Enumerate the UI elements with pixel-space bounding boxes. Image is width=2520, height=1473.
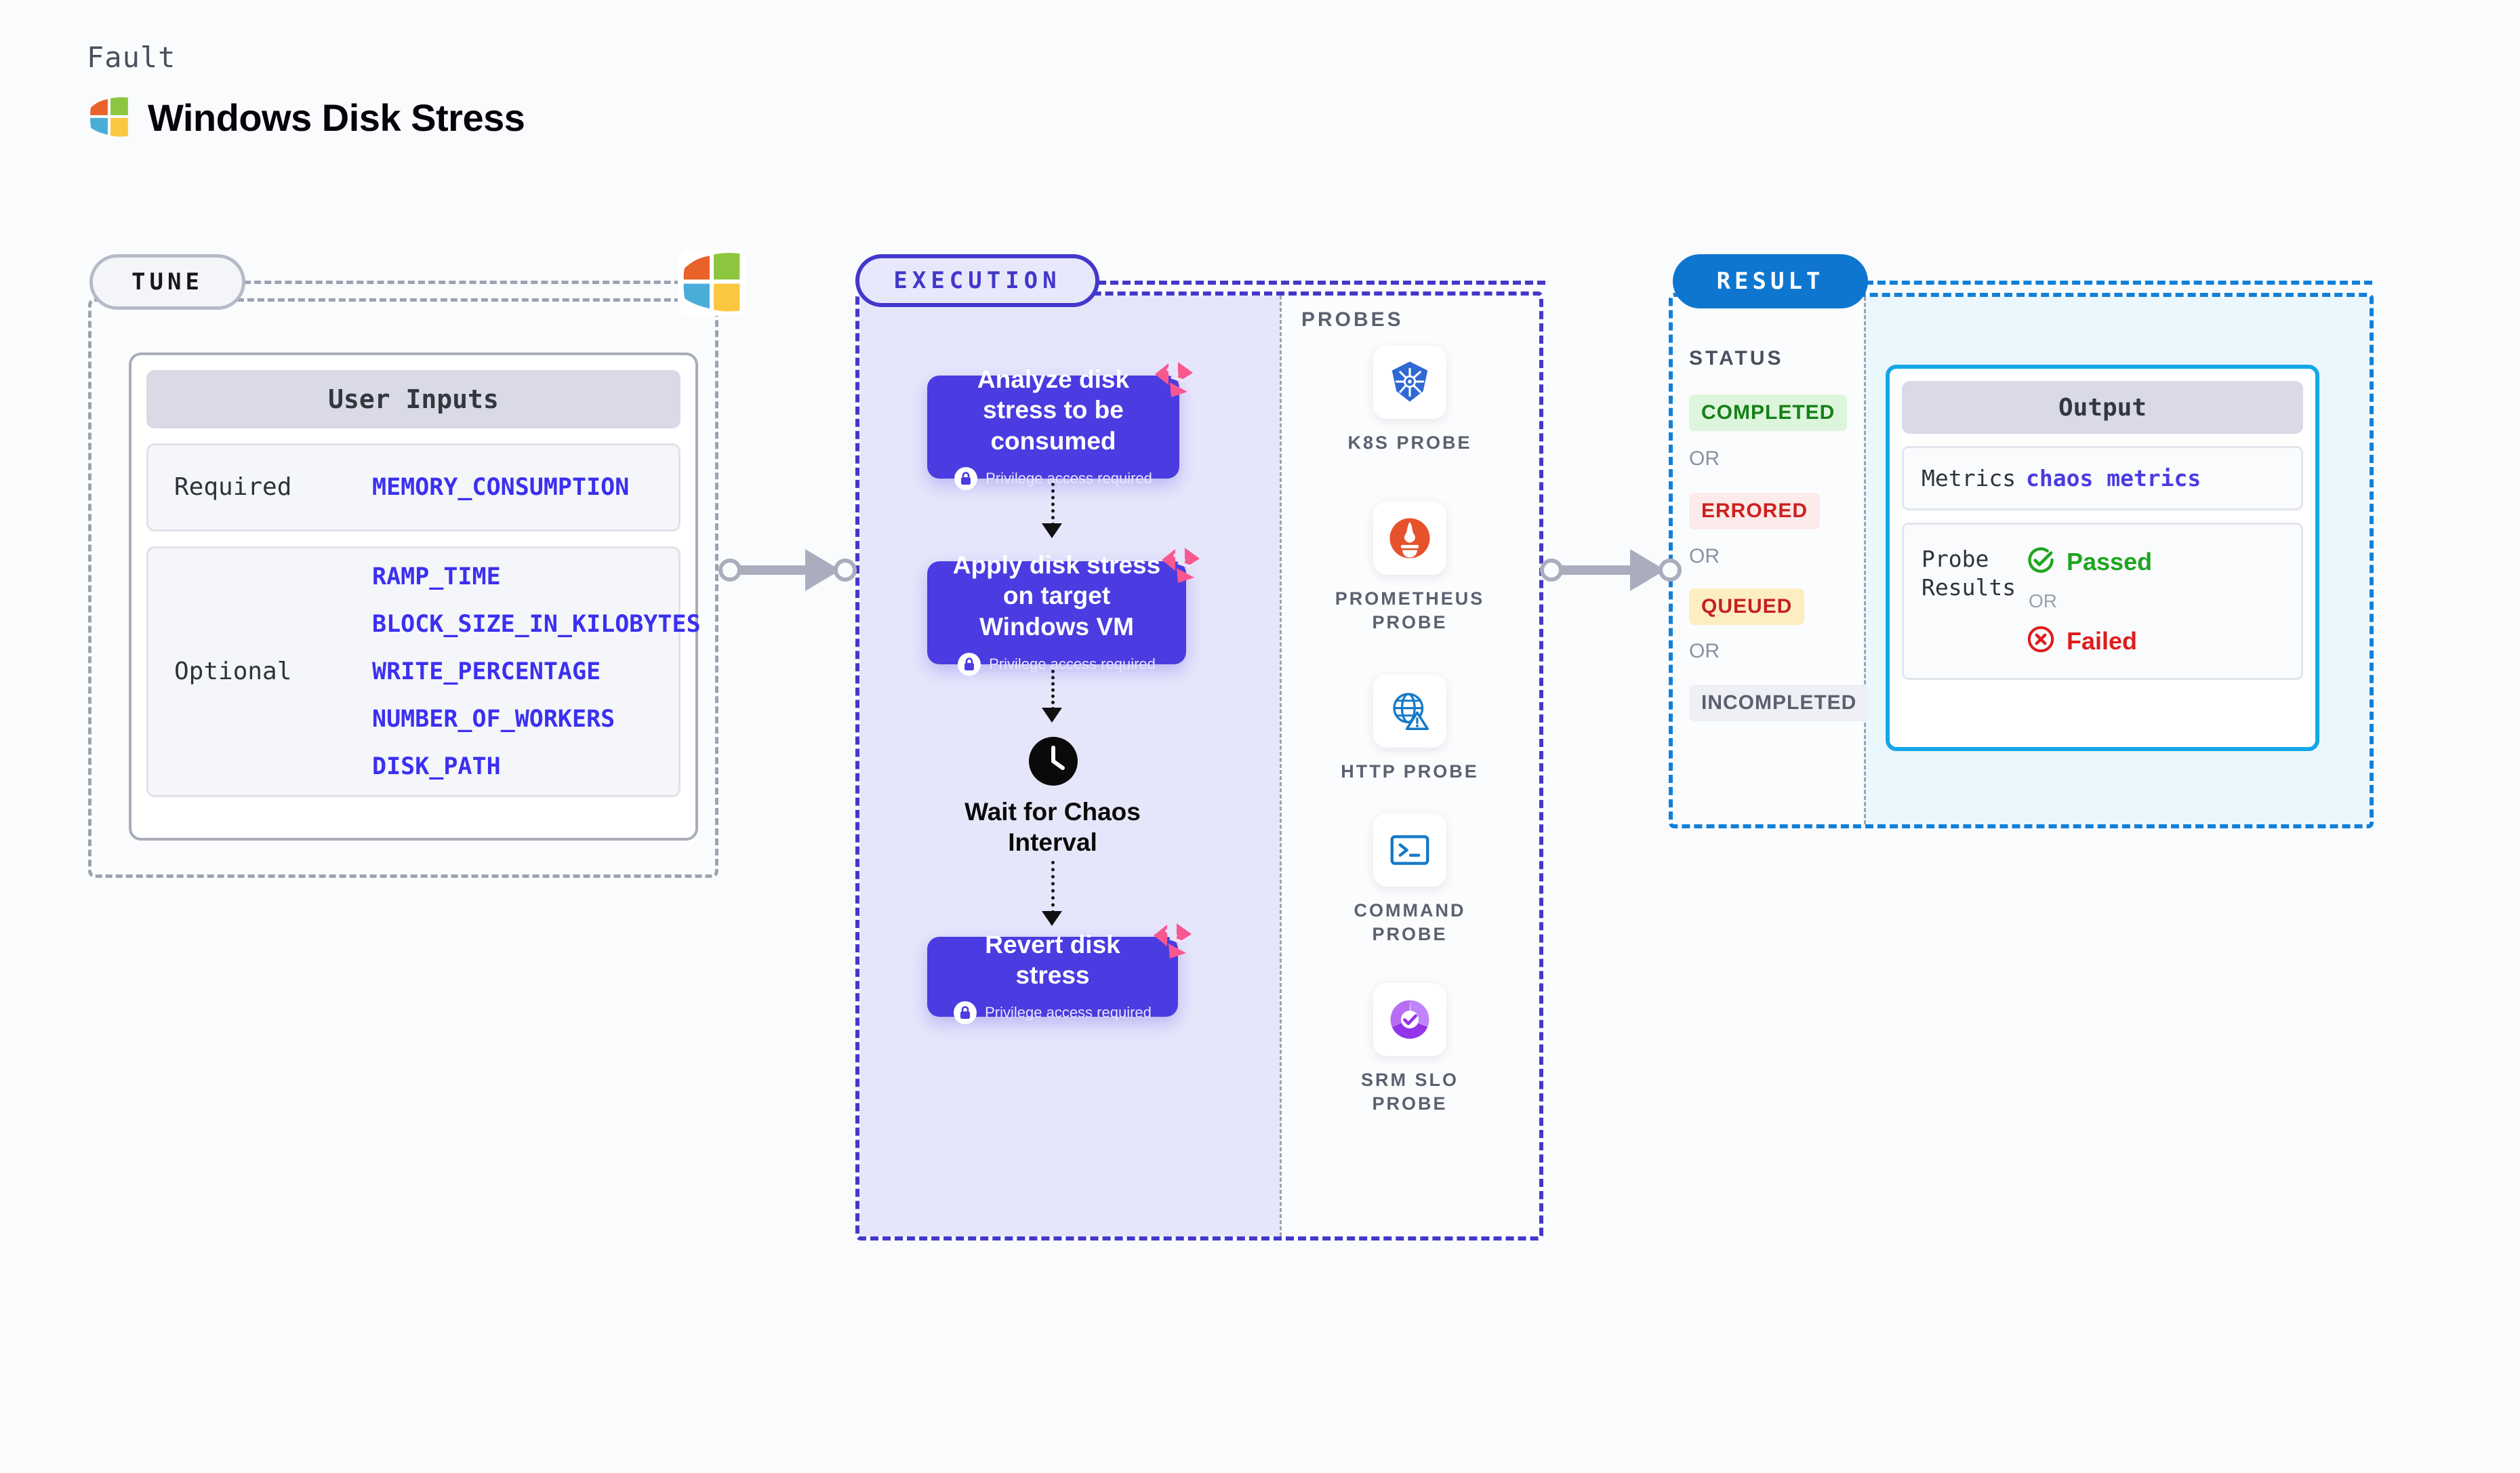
output-row-probe-results: Probe Results Passed OR: [1902, 523, 2303, 681]
kubernetes-icon: [1373, 346, 1446, 419]
prometheus-icon: [1373, 502, 1446, 575]
probe-item-http[interactable]: HTTP PROBE: [1332, 674, 1488, 784]
execution-step-title: Apply disk stress on target Windows VM: [952, 551, 1161, 641]
execution-divider: [1280, 296, 1282, 1236]
probe-label: K8S PROBE: [1347, 432, 1472, 453]
result-divider: [1864, 297, 1866, 824]
tune-platform-icon: [678, 249, 746, 316]
probe-result-failed: Failed: [2026, 624, 2152, 658]
privilege-text: Privilege access required: [985, 1004, 1152, 1022]
probe-item-k8s[interactable]: K8S PROBE: [1332, 346, 1488, 455]
probe-label: COMMAND PROBE: [1354, 900, 1466, 945]
result-dashed-connector: [1865, 281, 2372, 285]
output-row-metrics: Metrics chaos metrics: [1902, 446, 2303, 511]
execution-probes-background: [1280, 296, 1539, 1236]
check-circle-icon: [2026, 545, 2056, 578]
output-probe-results-key: Probe Results: [1922, 546, 2016, 601]
execution-step-title: Revert disk stress: [985, 930, 1120, 989]
probe-label: SRM SLO PROBE: [1360, 1070, 1459, 1114]
connector-execution-to-result: [1540, 549, 1690, 591]
tune-section-label: TUNE: [89, 254, 245, 310]
execution-step[interactable]: Revert disk stress Privilege access requ…: [927, 923, 1192, 1025]
probe-item-command[interactable]: COMMAND PROBE: [1332, 813, 1488, 946]
harness-logo-icon: [1160, 548, 1200, 583]
tune-row-optional: Optional RAMP_TIME BLOCK_SIZE_IN_KILOBYT…: [146, 546, 701, 797]
status-badge-queued: QUEUED: [1689, 588, 1805, 625]
x-circle-icon: [2026, 624, 2056, 658]
flow-arrow-head: [1042, 523, 1062, 538]
tune-row-values: MEMORY_CONSUMPTION: [372, 474, 629, 501]
execution-section: [855, 291, 1543, 1240]
output-card-title: Output: [1902, 381, 2303, 434]
flow-arrow-head: [1042, 708, 1062, 723]
page-eyebrow: Fault: [87, 41, 176, 74]
flow-arrow-line: [1051, 670, 1055, 710]
probe-label: HTTP PROBE: [1341, 761, 1479, 782]
flow-arrow-line: [1051, 861, 1055, 914]
probe-item-prometheus[interactable]: PROMETHEUS PROBE: [1332, 502, 1488, 634]
page-title: Windows Disk Stress: [148, 96, 525, 139]
execution-step[interactable]: Analyze disk stress to be consumed Privi…: [927, 362, 1193, 490]
tune-param: MEMORY_CONSUMPTION: [372, 474, 630, 501]
lock-icon: [954, 1001, 977, 1025]
output-metrics-key: Metrics: [1922, 465, 2016, 491]
execution-section-label: EXECUTION: [855, 254, 1099, 307]
probes-title: PROBES: [1301, 308, 1404, 331]
lock-icon: [954, 466, 978, 490]
tune-param: RAMP_TIME: [372, 563, 501, 590]
privilege-badge: Privilege access required: [954, 1001, 1152, 1025]
tune-row-key: Required: [174, 472, 292, 501]
tune-row-required: Required MEMORY_CONSUMPTION: [146, 443, 680, 531]
tune-param: NUMBER_OF_WORKERS: [372, 706, 615, 733]
tune-param: BLOCK_SIZE_IN_KILOBYTES: [372, 611, 701, 638]
execution-step-title: Analyze disk stress to be consumed: [977, 365, 1130, 455]
tune-row-key: Optional: [174, 657, 292, 685]
execution-step[interactable]: Apply disk stress on target Windows VM P…: [927, 548, 1200, 676]
status-badge-incompleted: INCOMPLETED: [1689, 685, 1869, 721]
srm-slo-icon: [1373, 983, 1446, 1056]
flow-arrow-head: [1042, 911, 1062, 926]
failed-label: Failed: [2067, 626, 2138, 655]
result-section-label: RESULT: [1673, 254, 1868, 308]
status-title: STATUS: [1689, 347, 1784, 369]
status-or-3: OR: [1689, 640, 1720, 662]
tune-param: DISK_PATH: [372, 753, 501, 780]
page-title-row: Windows Disk Stress: [87, 95, 525, 140]
result-status-background: [1673, 297, 1864, 824]
privilege-badge: Privilege access required: [958, 652, 1156, 676]
lock-icon: [958, 652, 981, 676]
passed-label: Passed: [2067, 547, 2153, 576]
probe-item-srm-slo[interactable]: SRM SLO PROBE: [1332, 983, 1488, 1116]
tune-row-values: RAMP_TIME BLOCK_SIZE_IN_KILOBYTES WRITE_…: [372, 540, 701, 803]
status-or-1: OR: [1689, 447, 1720, 470]
privilege-badge: Privilege access required: [954, 466, 1152, 490]
wait-for-chaos-interval-label: Wait for Chaos Interval: [964, 798, 1141, 857]
probe-result-or: OR: [2029, 590, 2057, 612]
clock-icon: [1029, 737, 1078, 786]
tune-param: WRITE_PERCENTAGE: [372, 658, 601, 685]
privilege-text: Privilege access required: [985, 469, 1152, 487]
connector-tune-to-execution: [718, 549, 864, 591]
user-inputs-card: User Inputs Required MEMORY_CONSUMPTION …: [129, 352, 701, 841]
privilege-text: Privilege access required: [989, 655, 1156, 672]
status-badge-errored: ERRORED: [1689, 493, 1821, 529]
flow-arrow-line: [1051, 483, 1055, 526]
status-badge-completed: COMPLETED: [1689, 395, 1848, 431]
user-inputs-card-title: User Inputs: [146, 370, 680, 428]
execution-dashed-connector: [1098, 281, 1545, 285]
probe-result-passed: Passed: [2026, 545, 2152, 578]
probe-results-values: Passed OR Failed: [2026, 545, 2152, 658]
harness-logo-icon: [1152, 923, 1192, 959]
tune-dashed-connector: [244, 281, 691, 284]
terminal-icon: [1373, 813, 1446, 887]
http-globe-icon: [1373, 674, 1446, 748]
output-metrics-value: chaos metrics: [2026, 465, 2201, 492]
status-or-2: OR: [1689, 545, 1720, 567]
probe-label: PROMETHEUS PROBE: [1335, 588, 1485, 633]
harness-logo-icon: [1154, 362, 1193, 397]
windows-logo-icon: [87, 95, 131, 140]
output-card: Output Metrics chaos metrics Probe Resul…: [1886, 365, 2319, 751]
